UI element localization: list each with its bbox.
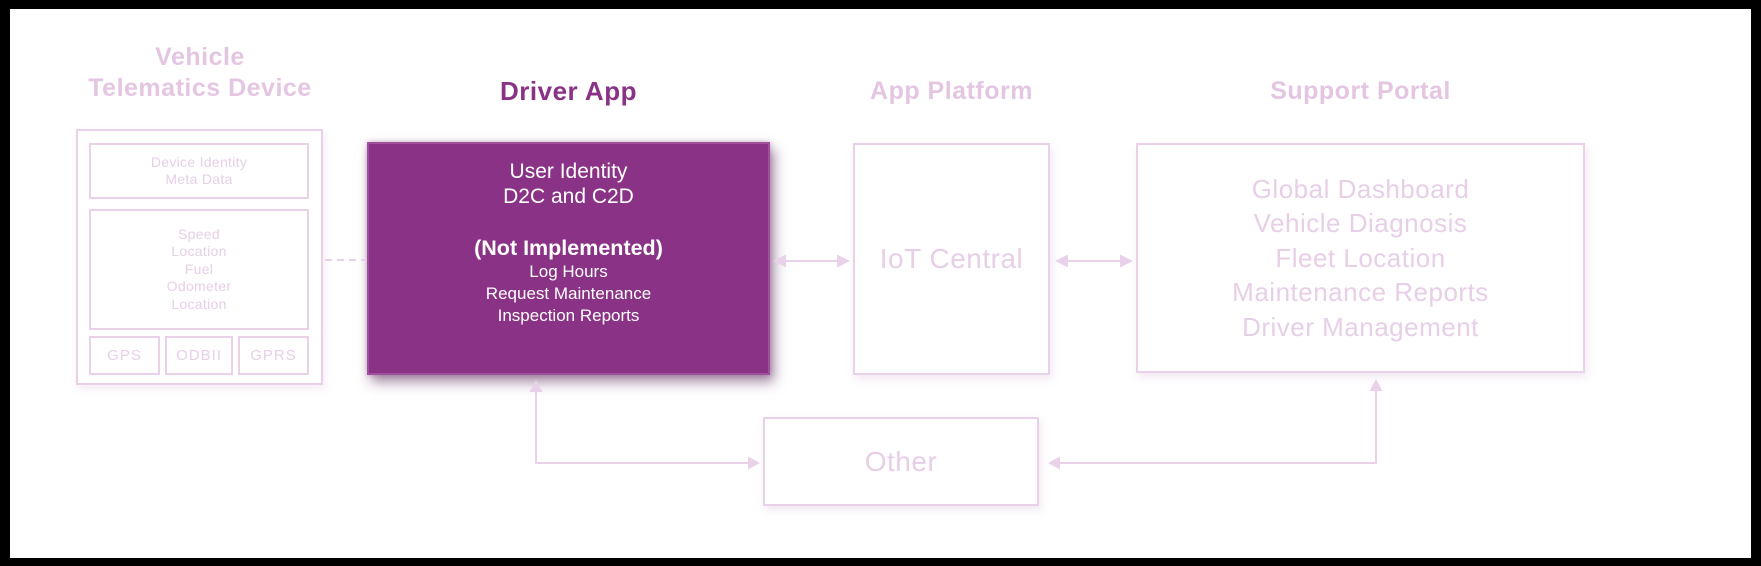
feature-global-dashboard: Global Dashboard [1251,173,1470,204]
telematics-title-line1: Vehicle [155,43,245,71]
signal-odometer: Odometer [166,278,232,295]
signal-location2: Location [171,295,227,312]
driver-app-box: User Identity D2C and C2D (Not Implement… [367,142,770,375]
odbii-module-box: ODBII [165,336,233,375]
signal-speed: Speed [178,225,220,242]
gprs-module-box: GPRS [238,336,309,375]
driver-app-spacer [369,209,768,235]
other-box: Other [763,417,1039,506]
support-portal-box: Global Dashboard Vehicle Diagnosis Fleet… [1136,143,1585,373]
support-portal-title: Support Portal [1270,77,1451,105]
not-implemented-log-hours: Log Hours [529,262,608,281]
module-row: GPS ODBII GPRS [89,336,309,375]
feature-fleet-location: Fleet Location [1275,242,1446,273]
device-identity-box: Device Identity Meta Data [89,143,309,199]
device-identity-line: Device Identity [150,153,248,170]
iot-central-label: IoT Central [879,243,1024,274]
not-implemented-inspection-reports: Inspection Reports [497,306,640,325]
feature-maintenance-reports: Maintenance Reports [1232,277,1489,308]
telemetry-signals-box: Speed Location Fuel Odometer Location [89,209,309,330]
meta-data-line: Meta Data [165,171,233,187]
telematics-title-line2: Telematics Device [88,74,312,102]
driver-app-user-identity: User Identity [509,160,628,183]
other-label: Other [864,445,938,477]
signal-location: Location [171,243,227,260]
app-platform-title: App Platform [870,77,1033,105]
feature-vehicle-diagnosis: Vehicle Diagnosis [1253,208,1468,239]
telematics-title: Vehicle Telematics Device [55,42,345,104]
iot-central-box: IoT Central [853,143,1050,375]
driver-app-title: Driver App [500,76,637,106]
feature-driver-management: Driver Management [1242,311,1479,342]
not-implemented-heading: (Not Implemented) [474,236,663,260]
not-implemented-request-maintenance: Request Maintenance [485,284,652,303]
gps-module-box: GPS [89,336,160,375]
driver-app-d2c-c2d: D2C and C2D [503,185,634,208]
signal-fuel: Fuel [184,260,214,277]
